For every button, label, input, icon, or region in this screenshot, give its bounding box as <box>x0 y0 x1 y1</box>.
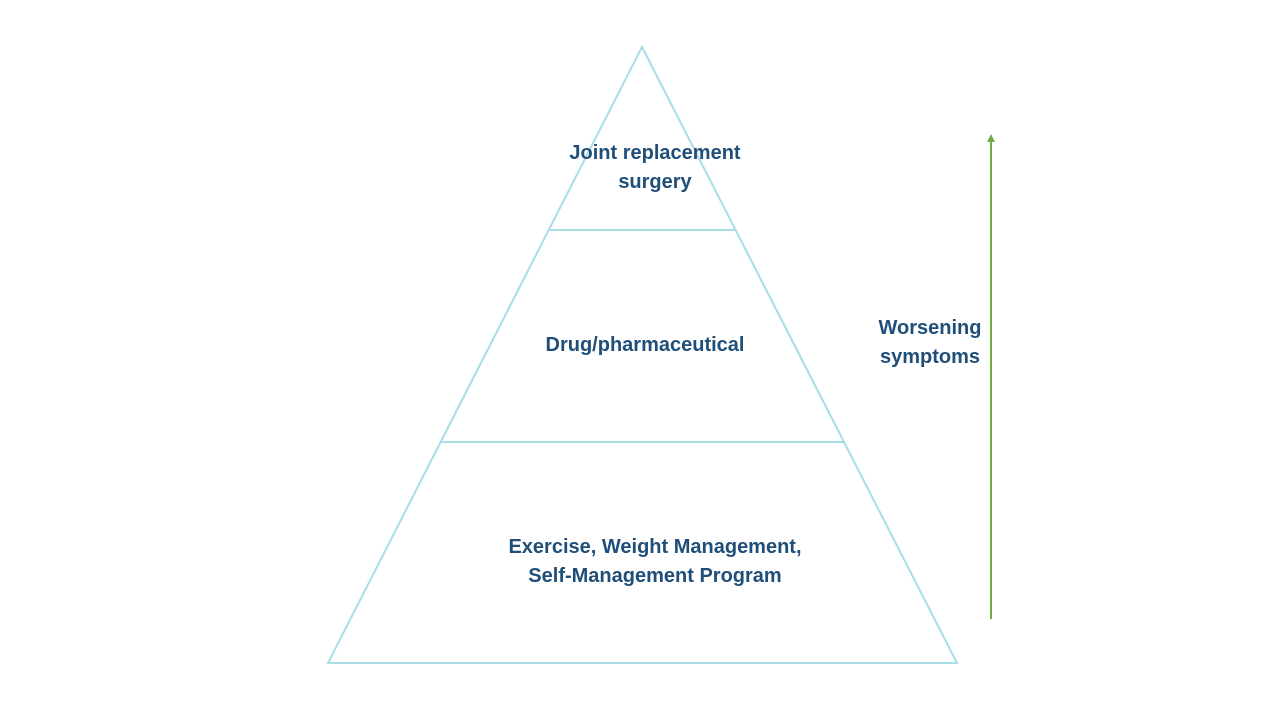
tier-label-drug: Drug/pharmaceutical <box>545 334 745 356</box>
tier-label-exercise: Exercise, Weight Management, Self-Manage… <box>508 536 802 587</box>
tier-label-surgery: Joint replacement surgery <box>569 142 741 193</box>
arrow-label: Worsening symptoms <box>878 317 982 368</box>
arrowhead-icon <box>987 134 995 142</box>
pyramid-outline <box>326 44 959 664</box>
